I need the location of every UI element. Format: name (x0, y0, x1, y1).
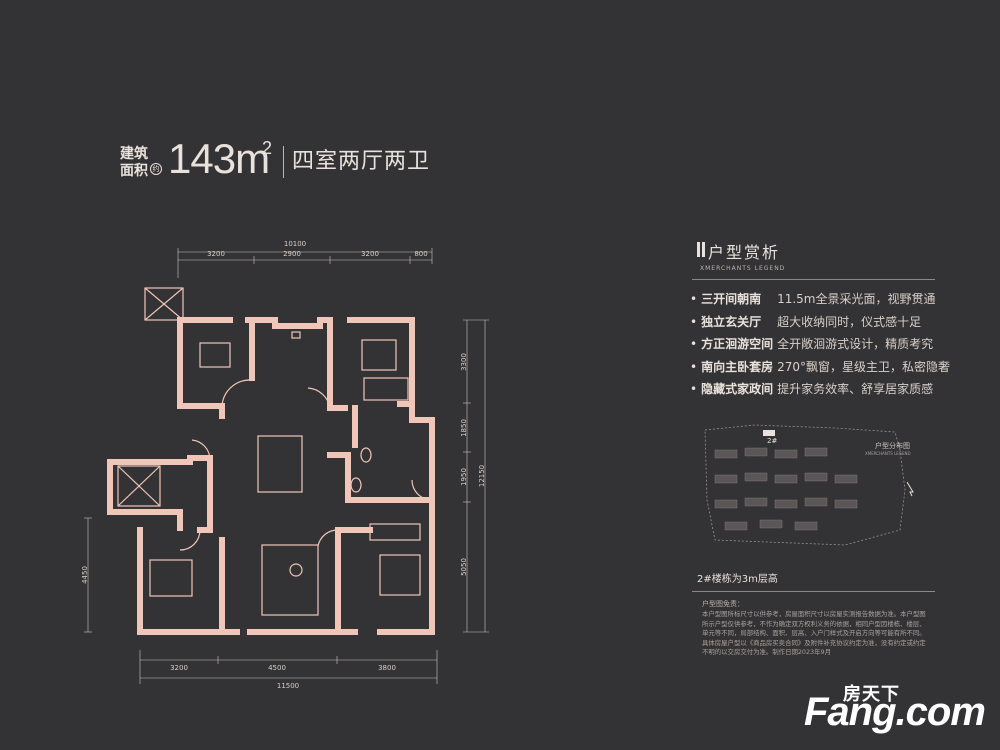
floor-plan: 10100 3200 2900 3200 800 3200 4500 3800 … (81, 240, 489, 690)
area-value: 143m (168, 135, 270, 182)
dim-right-total: 12150 (478, 465, 486, 487)
analysis-title: 户型赏析 (708, 243, 781, 262)
feature-item: •方正洄游空间全开敞洄游式设计，精质考究 (690, 337, 934, 351)
highlight-building (763, 430, 775, 436)
feature-key: 独立玄关厅 (701, 315, 762, 329)
dim-top-total: 10100 (284, 240, 306, 248)
area-label: 建筑 面积 (120, 146, 148, 180)
feature-value: 提升家务效率、舒享居家质感 (777, 382, 934, 396)
site-buildings (714, 447, 858, 531)
floor-height-note: 2#楼栋为3m层高 (697, 574, 778, 585)
analysis-subtitle: XMERCHANTS LEGEND (700, 265, 786, 272)
dim-bottom-1: 3200 (170, 664, 188, 672)
dim-right-1: 3300 (460, 353, 468, 371)
site-distribution-map: 2# (704, 424, 914, 546)
feature-key: 三开间朝南 (701, 292, 762, 306)
feature-key: 方正洄游空间 (701, 337, 774, 351)
room-type: 四室两厅两卫 (292, 149, 431, 174)
dim-top-1: 3200 (207, 250, 225, 258)
feature-key: 南向主卧套房 (701, 360, 774, 374)
map-caption: 户型分布图 (875, 442, 910, 450)
dim-top-4: 800 (414, 250, 427, 258)
fixtures (117, 287, 433, 616)
disclaimer-title: 户型图免责： (702, 600, 744, 608)
section-marker (697, 242, 700, 257)
dimension-lines (84, 248, 489, 684)
dim-bottom-2: 4500 (268, 664, 286, 672)
dim-right-3: 1950 (460, 468, 468, 486)
title-divider (283, 146, 284, 178)
section-divider (692, 279, 935, 280)
watermark-logo-en: Fang.com (804, 690, 986, 734)
map-caption-sub: XMERCHANTS LEGEND (865, 451, 911, 456)
area-approx-mark: 约 (150, 163, 162, 175)
disclaimer-text: 本户型图所标尺寸以供参考，房屋面积尺寸以房屋实测报告数据为准。本户型图所示户型仅… (702, 610, 926, 656)
dim-right-4: 5050 (460, 558, 468, 576)
feature-value: 11.5m全景采光面，视野贯通 (777, 292, 936, 306)
feature-item: •隐藏式家政间提升家务效率、舒享居家质感 (690, 382, 934, 396)
area-label-line1: 建筑 (120, 146, 148, 162)
area-label-line2: 面积 (120, 163, 148, 179)
section-marker-2 (702, 242, 705, 257)
note-divider (692, 591, 935, 592)
watermark-logo-cn: 房天下 (843, 684, 900, 705)
feature-item: •独立玄关厅超大收纳同时，仪式感十足 (690, 315, 922, 329)
dimension-labels: 10100 3200 2900 3200 800 3200 4500 3800 … (81, 240, 486, 690)
dim-top-3: 3200 (361, 250, 379, 258)
feature-key: 隐藏式家政间 (701, 382, 774, 396)
building-label: 2# (767, 437, 777, 445)
area-superscript: 2 (262, 138, 273, 158)
dim-bottom-3: 3800 (378, 664, 396, 672)
feature-value: 270°飘窗，星级主卫，私密隐奢 (777, 360, 950, 374)
feature-value: 超大收纳同时，仪式感十足 (777, 315, 922, 329)
dim-top-2: 2900 (283, 250, 301, 258)
dim-left: 4450 (81, 566, 89, 584)
dim-bottom-total: 11500 (277, 682, 299, 690)
pointer-icon (906, 481, 914, 497)
walls (107, 317, 435, 635)
site-boundary (704, 424, 906, 546)
dim-right-2: 1850 (460, 419, 468, 437)
feature-value: 全开敞洄游式设计，精质考究 (777, 337, 934, 351)
